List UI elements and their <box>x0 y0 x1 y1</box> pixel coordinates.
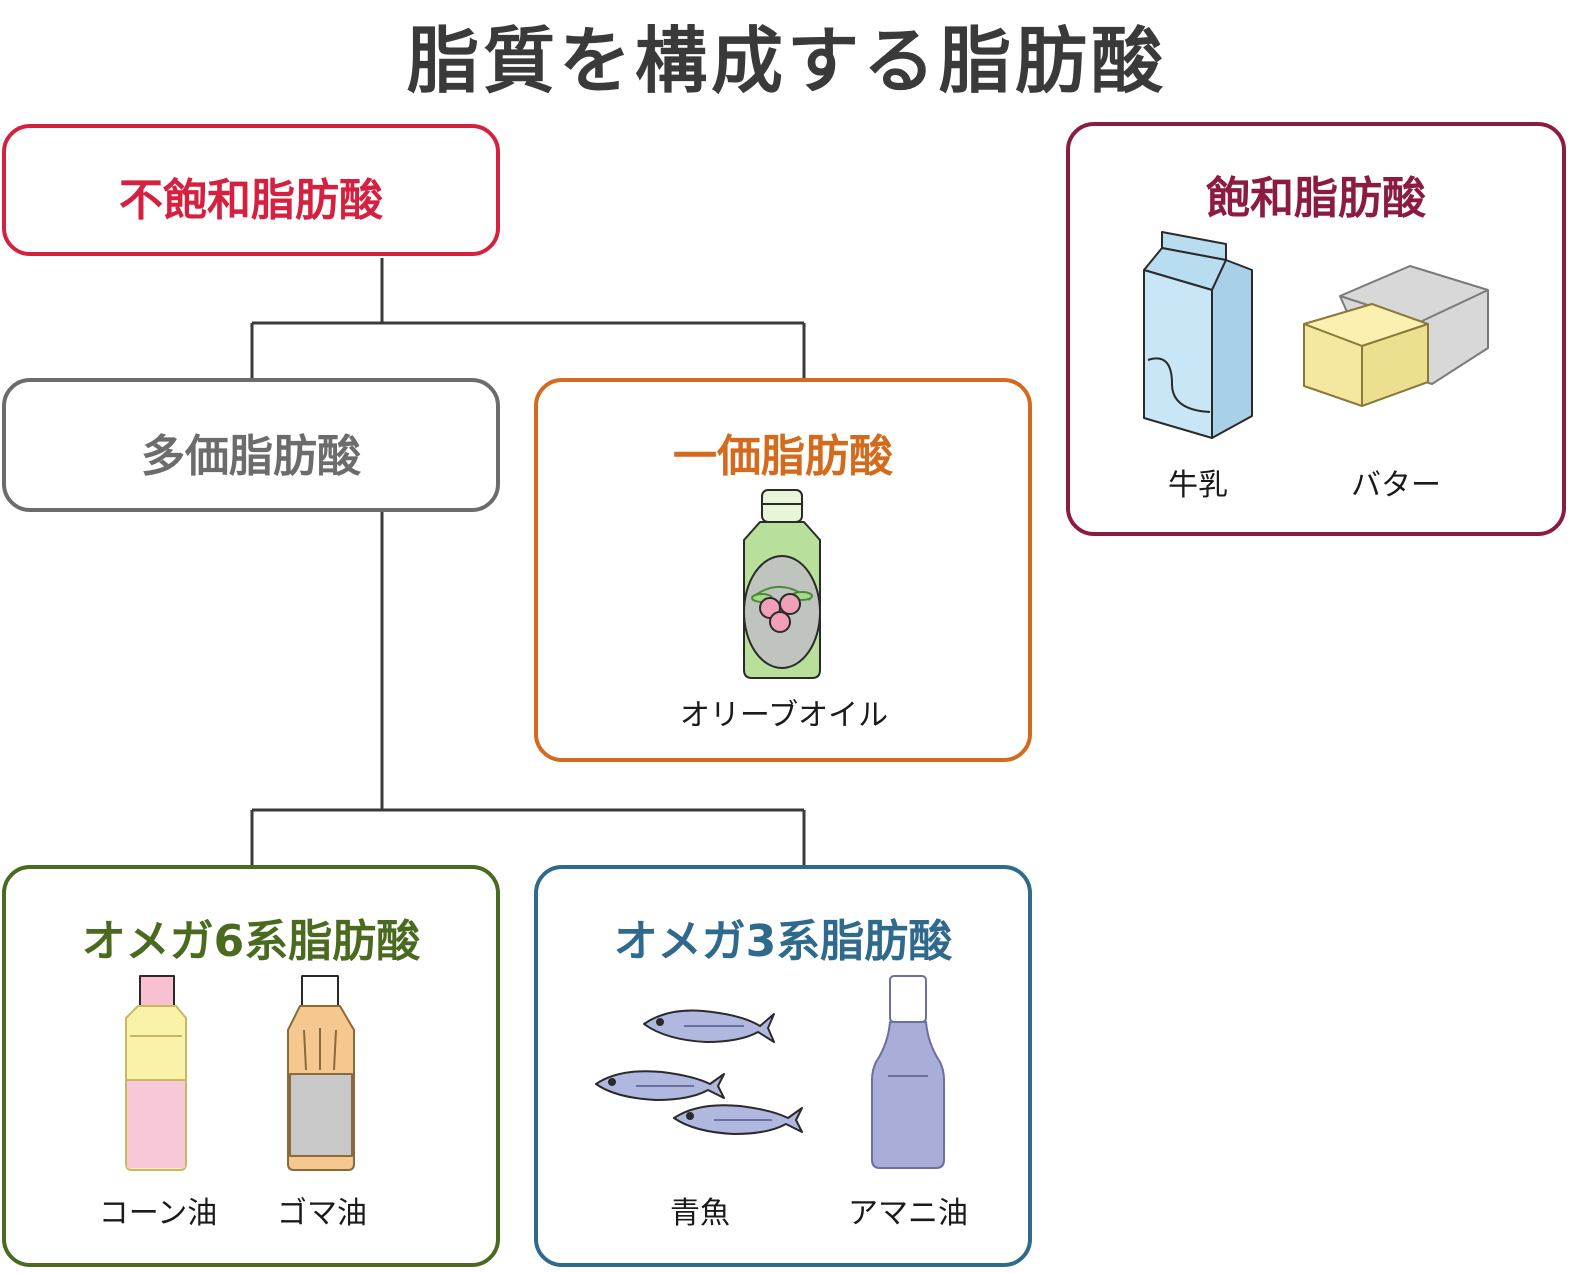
polyunsaturated-label: 多価脂肪酸 <box>141 431 361 482</box>
omega3-box: オメガ3系脂肪酸 <box>534 865 1032 1267</box>
connector-poly-split <box>250 512 806 865</box>
saturated-label: 飽和脂肪酸 <box>1206 173 1426 224</box>
connector-unsaturated-split <box>250 258 806 378</box>
item-label-blue-fish: 青魚 <box>670 1196 730 1231</box>
polyunsaturated-box: 多価脂肪酸 <box>2 378 500 512</box>
omega6-label: オメガ6系脂肪酸 <box>81 916 421 967</box>
omega3-label: オメガ3系脂肪酸 <box>613 916 953 967</box>
sesame-oil-bottle-icon <box>287 975 355 1171</box>
flaxseed-oil-bottle-icon <box>871 975 945 1169</box>
omega6-box: オメガ6系脂肪酸 <box>2 865 500 1267</box>
milk-carton-icon <box>1143 231 1253 439</box>
item-label-butter: バター <box>1351 468 1441 503</box>
olive-oil-bottle-icon <box>743 489 821 679</box>
corn-oil-bottle-icon <box>125 975 187 1171</box>
item-label-sesame-oil: ゴマ油 <box>277 1196 367 1231</box>
item-label-milk: 牛乳 <box>1168 468 1228 503</box>
item-label-olive-oil: オリーブオイル <box>679 698 889 733</box>
fish-icon <box>595 1009 803 1135</box>
butter-icon <box>1303 265 1489 407</box>
item-label-flaxseed-oil: アマニ油 <box>848 1196 968 1231</box>
unsaturated-label: 不飽和脂肪酸 <box>119 175 383 226</box>
monounsaturated-label: 一価脂肪酸 <box>673 431 893 482</box>
item-label-corn-oil: コーン油 <box>98 1196 218 1231</box>
page-title: 脂質を構成する脂肪酸 <box>406 19 1167 103</box>
unsaturated-box: 不飽和脂肪酸 <box>2 124 500 256</box>
